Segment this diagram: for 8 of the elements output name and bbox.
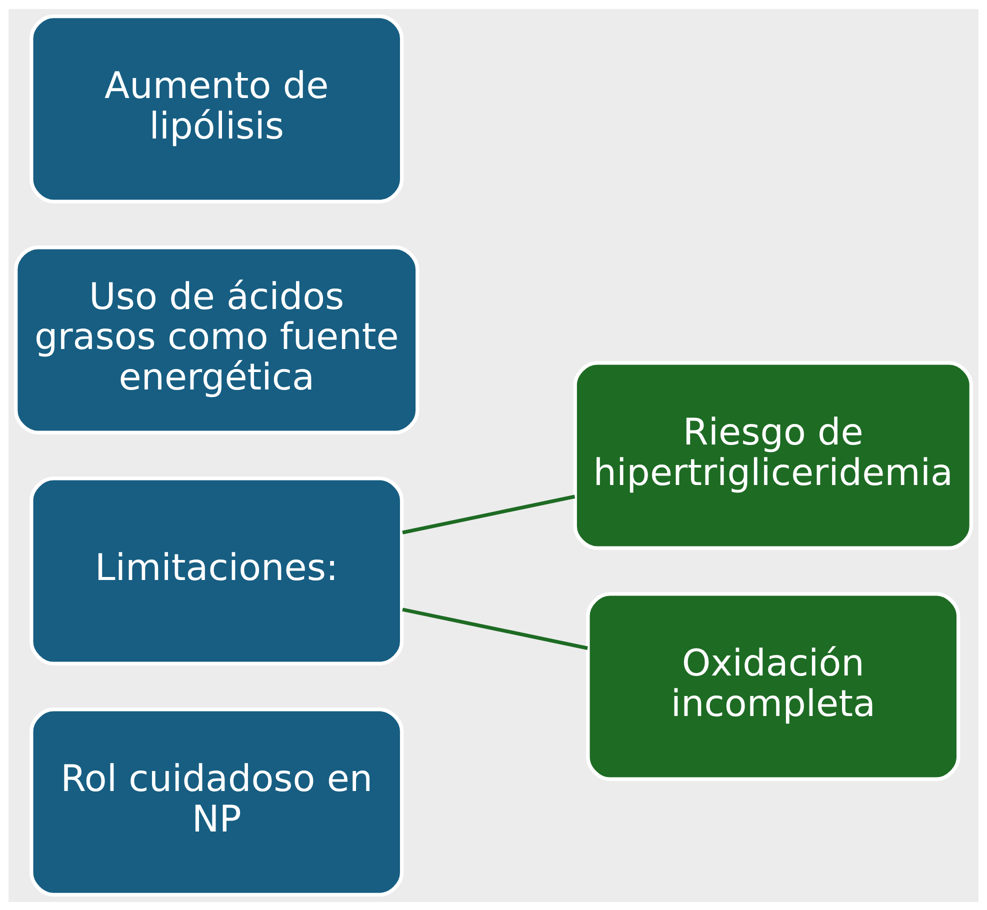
node-box: Oxidación incompleta xyxy=(586,592,960,780)
node-box: Limitaciones: xyxy=(30,476,404,665)
node-box: Uso de ácidos grasos como fuente energética xyxy=(14,245,420,434)
node-box: Riesgo de hipertrigliceridemia xyxy=(573,360,973,550)
node-box: Rol cuidadoso en NP xyxy=(30,707,404,896)
connector xyxy=(402,494,576,534)
connector xyxy=(402,607,588,650)
node-box: Aumento de lipólisis xyxy=(30,14,404,203)
